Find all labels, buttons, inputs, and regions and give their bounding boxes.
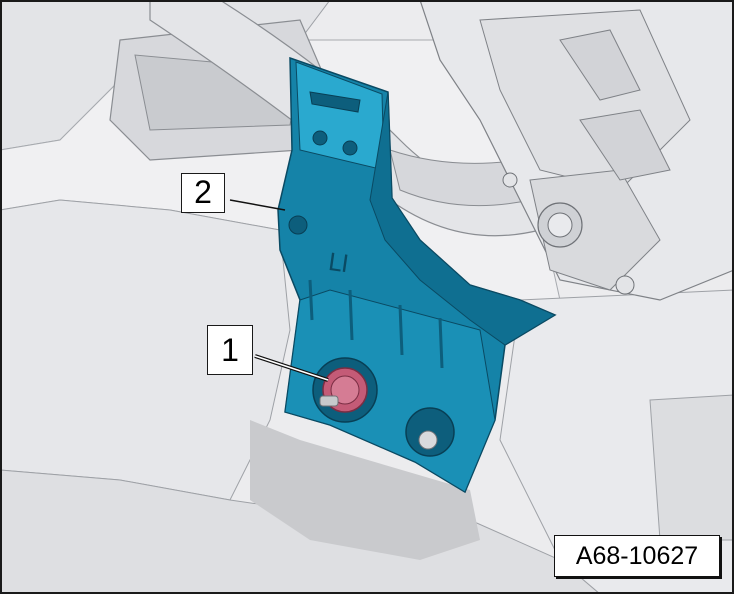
control-unit-rib-2 [579, 109, 671, 181]
stamped-text: LI [326, 248, 350, 279]
bracket-slot [309, 91, 361, 113]
callout-1: 1 [207, 325, 253, 375]
stud-bolt [319, 395, 339, 407]
bolt-mid [502, 172, 518, 188]
bracket-hole-right [342, 140, 358, 156]
control-unit-rib [559, 29, 641, 101]
callout-2: 2 [181, 173, 225, 213]
connector-housing [529, 169, 661, 291]
bolt-lower-right [615, 275, 635, 295]
leader-line-2 [229, 199, 286, 211]
bracket-side-flange [369, 91, 557, 346]
shadow [250, 420, 480, 560]
bracket-hole-side [288, 215, 308, 235]
leader-line-1-inner [254, 355, 329, 381]
figure-id-label: A68-10627 [554, 535, 720, 577]
lower-stud [418, 430, 438, 450]
bracket-ribs [308, 279, 444, 369]
connector-core [547, 212, 573, 238]
bracket-hole-left [312, 130, 328, 146]
bracket: LI [277, 56, 557, 494]
right-inset [649, 394, 734, 541]
